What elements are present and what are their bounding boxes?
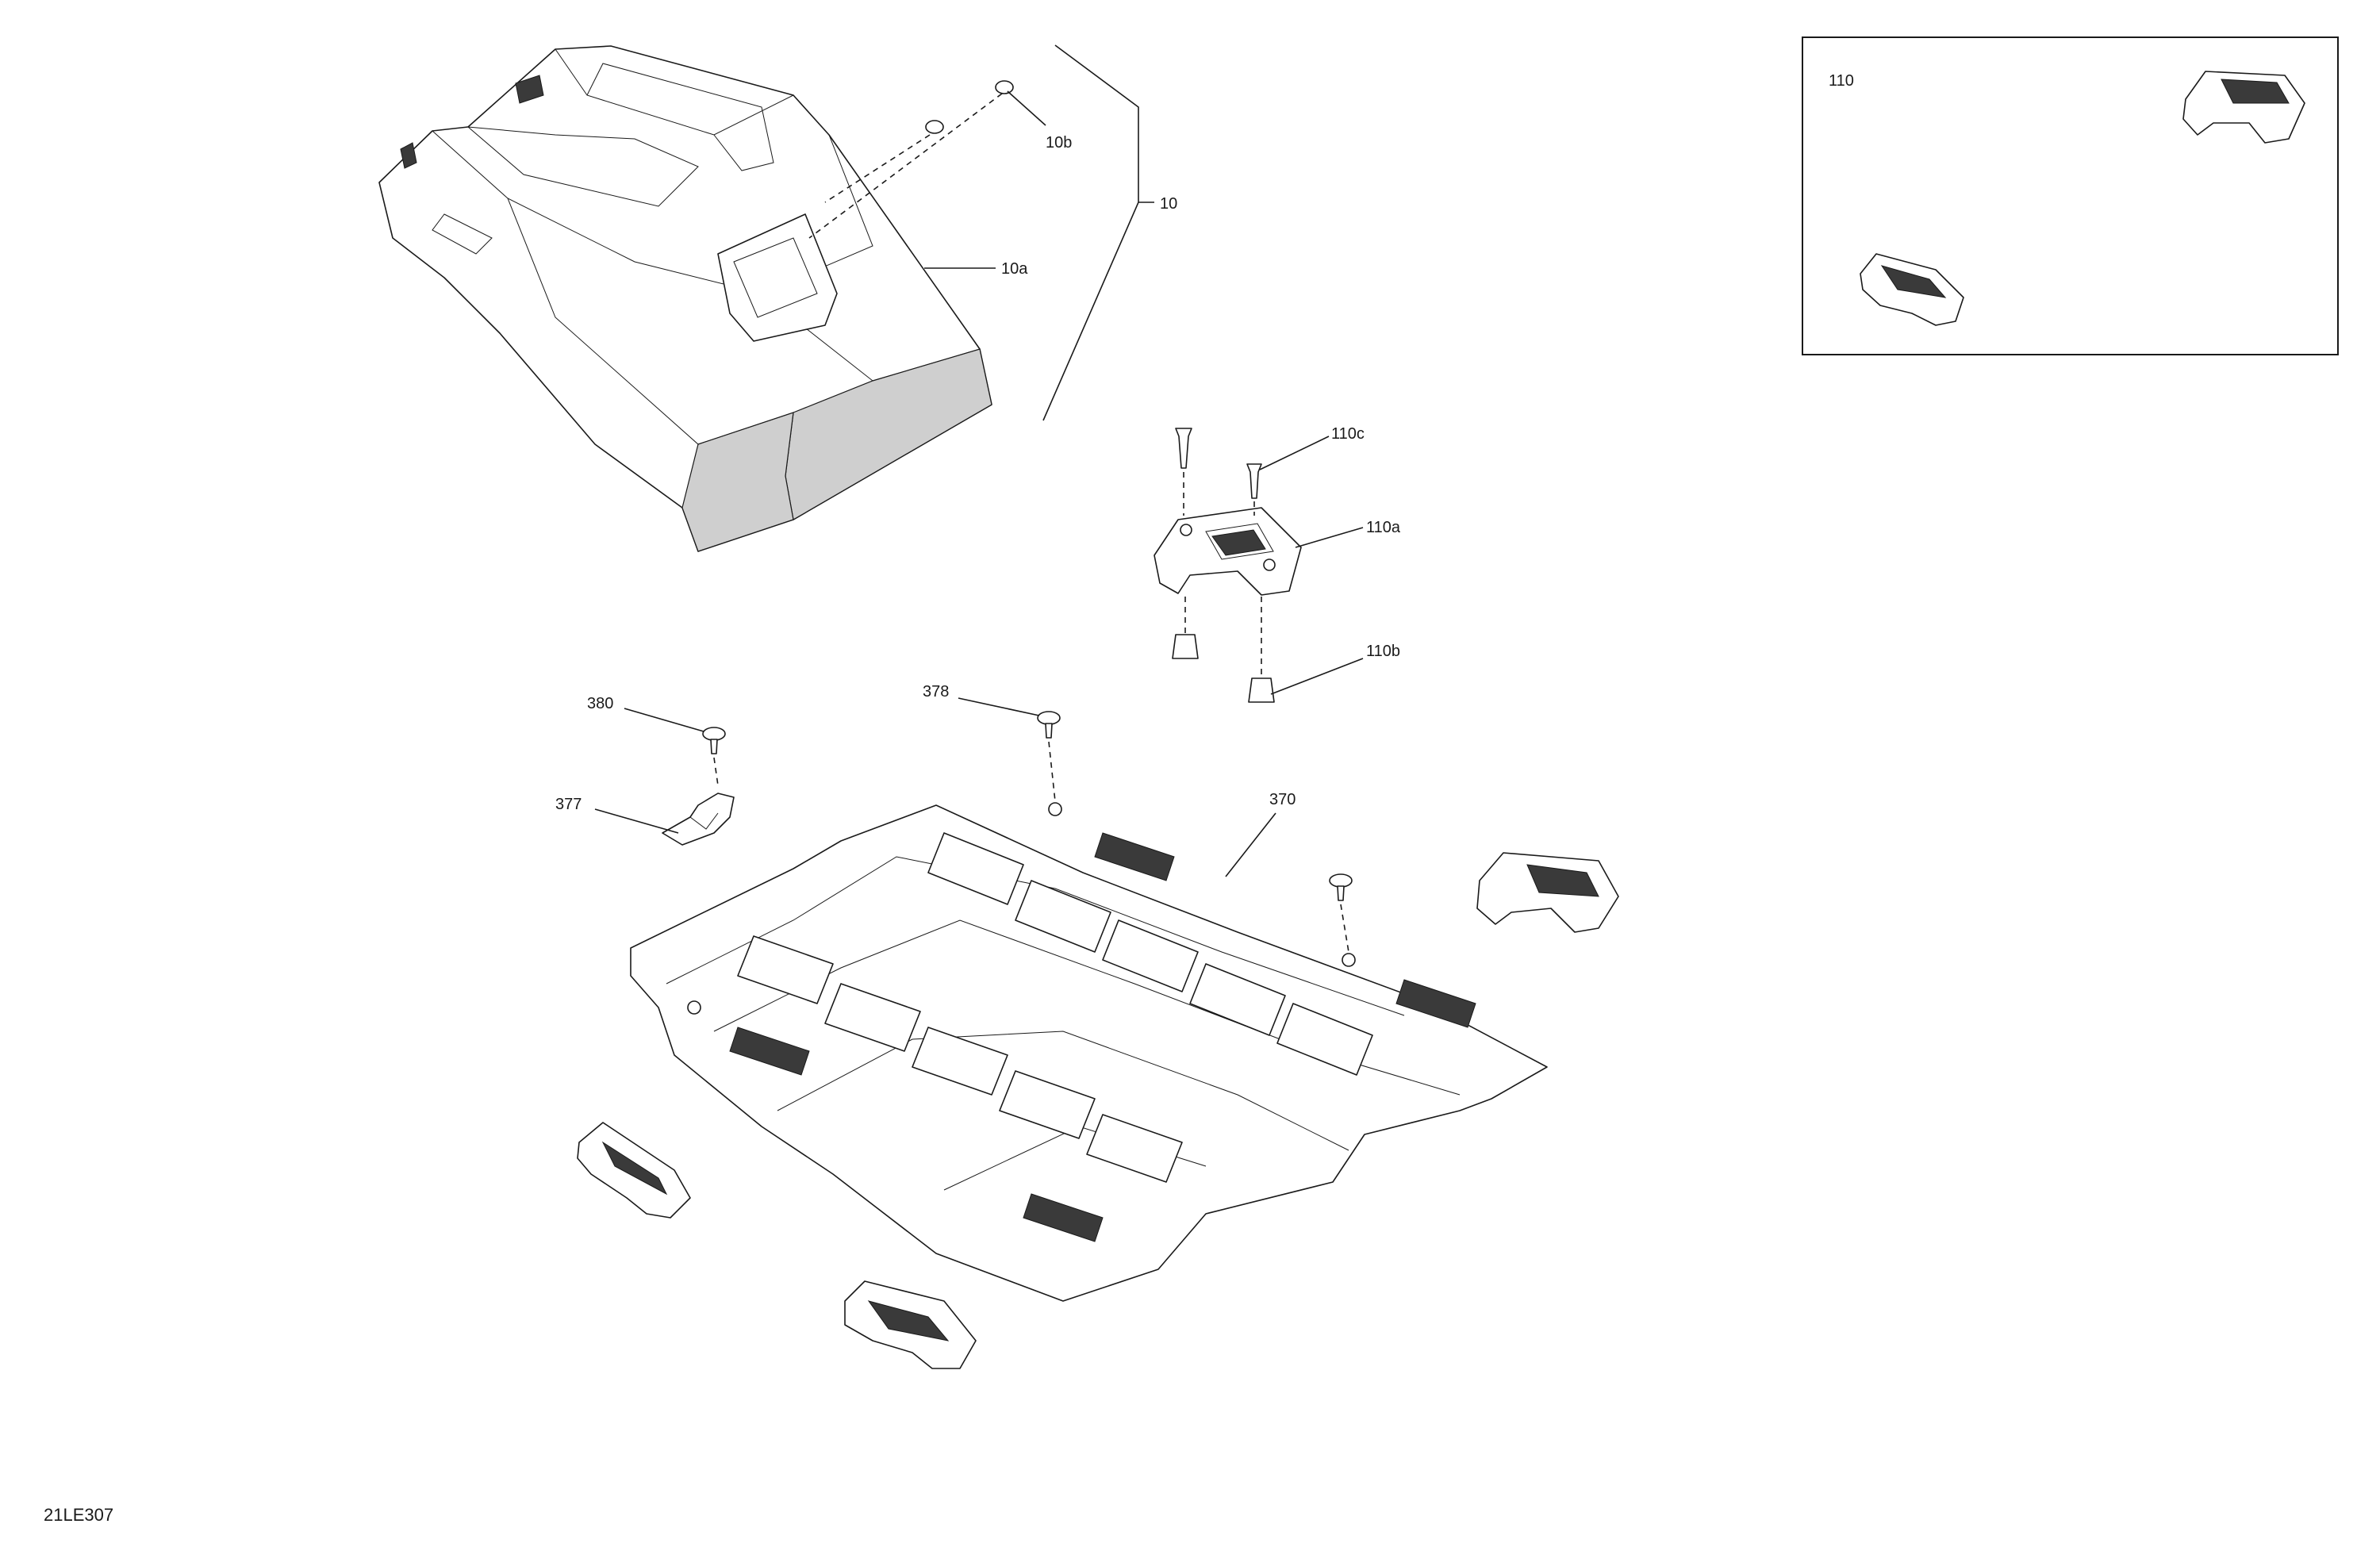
detail-bracket-top xyxy=(2182,71,2305,144)
callout-380: 380 xyxy=(587,695,613,712)
rear-cover-10a[interactable] xyxy=(378,45,992,552)
leader-377 xyxy=(594,808,679,834)
screw-10b[interactable] xyxy=(925,80,1014,134)
callout-10: 10 xyxy=(1160,195,1177,213)
detail-box-110 xyxy=(1802,36,2339,355)
callout-10a: 10a xyxy=(1001,260,1028,278)
rivet-380[interactable] xyxy=(702,727,726,754)
callout-377: 377 xyxy=(555,796,582,813)
detail-bracket-bottom xyxy=(1860,253,1964,326)
callout-110: 110 xyxy=(1829,72,1854,90)
callout-110a: 110a xyxy=(1366,519,1401,536)
rivet-378[interactable] xyxy=(1037,711,1353,901)
callout-370: 370 xyxy=(1269,791,1296,808)
leader-370 xyxy=(1225,812,1276,877)
bracket-110a[interactable] xyxy=(1154,507,1302,596)
footrest-block-left-1[interactable] xyxy=(577,1122,691,1219)
callout-110b: 110b xyxy=(1366,643,1400,660)
leader-378 xyxy=(958,697,1040,716)
footrest-block-left-2[interactable] xyxy=(844,1280,977,1369)
screw-110c[interactable] xyxy=(1175,428,1262,499)
callout-378: 378 xyxy=(923,683,949,700)
leader-110a xyxy=(1295,527,1364,548)
leader-10b xyxy=(1007,90,1046,126)
nut-110b[interactable] xyxy=(1172,634,1275,703)
skid-plate-370[interactable] xyxy=(630,802,1548,1302)
callout-10b: 10b xyxy=(1046,134,1072,152)
leader-10-bracket xyxy=(1042,44,1139,421)
leader-380 xyxy=(624,708,704,732)
callout-110c: 110c xyxy=(1331,425,1365,443)
drawing-id: 21LE307 xyxy=(44,1505,113,1525)
leader-110c xyxy=(1259,436,1330,470)
clip-377[interactable] xyxy=(662,793,735,846)
footrest-block-right[interactable] xyxy=(1476,852,1619,933)
leader-110b xyxy=(1270,658,1364,695)
